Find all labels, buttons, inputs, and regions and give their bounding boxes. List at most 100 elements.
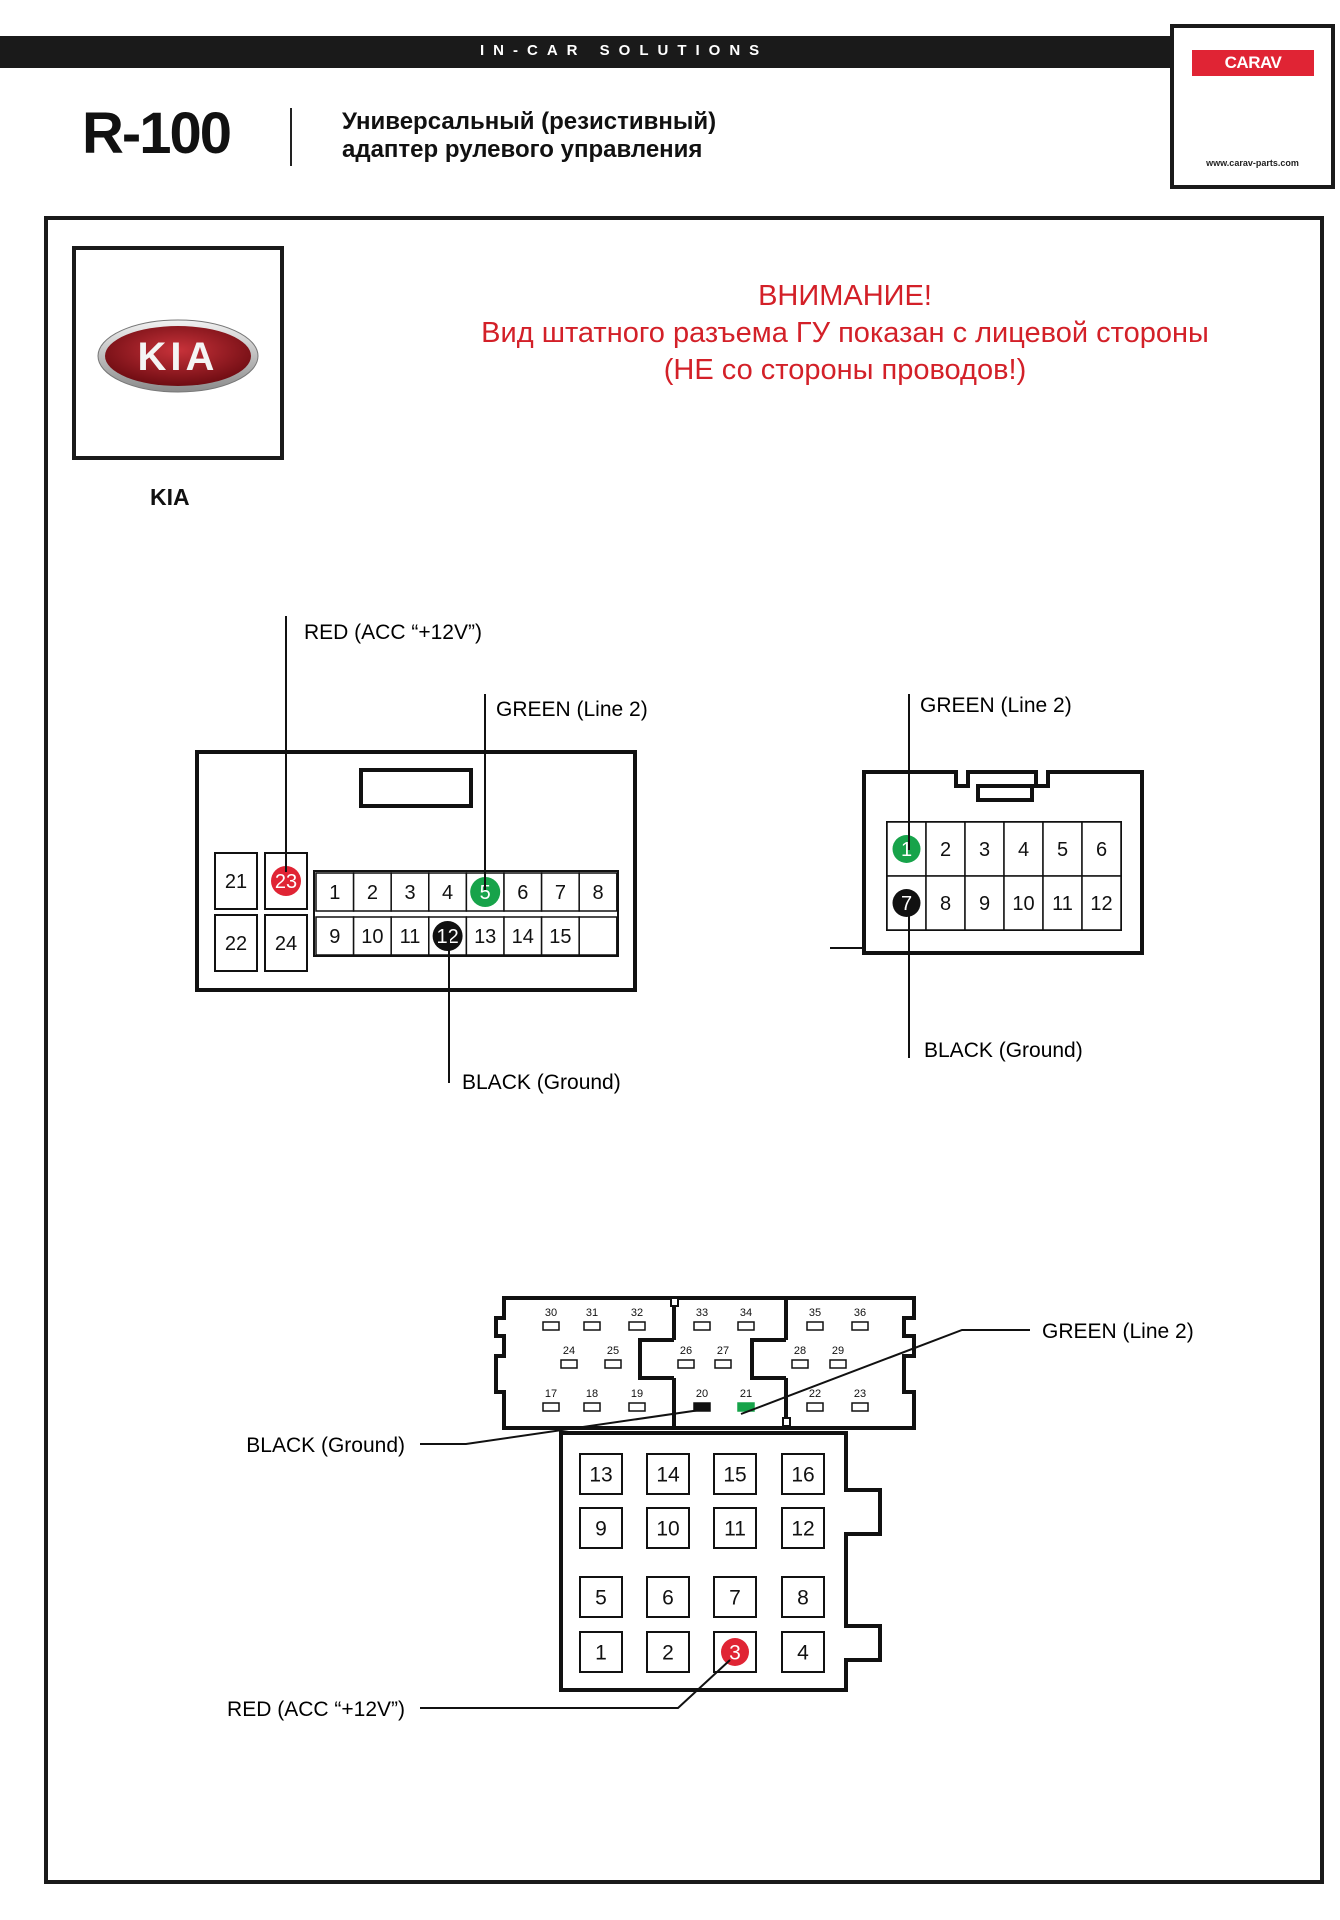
tagline: IN-CAR SOLUTIONS bbox=[480, 42, 769, 59]
pin-label: 3 bbox=[404, 882, 415, 904]
pin-16: 16 bbox=[781, 1453, 825, 1495]
pin-8: 8 bbox=[925, 875, 966, 931]
svg-text:29: 29 bbox=[832, 1345, 844, 1357]
pin-12: 12 bbox=[1081, 875, 1122, 931]
pin-28: 28 bbox=[791, 1345, 809, 1369]
pin-22: 22 bbox=[214, 914, 258, 972]
pin-2: 2 bbox=[352, 872, 392, 912]
pin-label: 6 bbox=[662, 1587, 674, 1610]
pin-label: 11 bbox=[400, 926, 421, 948]
pin-label: 2 bbox=[662, 1642, 674, 1665]
pin-label: 8 bbox=[940, 893, 951, 915]
pin-7: 7 bbox=[713, 1576, 757, 1618]
pin-9: 9 bbox=[315, 916, 355, 956]
pin-label: 23 bbox=[275, 871, 297, 893]
pin-label: 14 bbox=[656, 1464, 680, 1487]
pin-35: 35 bbox=[806, 1307, 824, 1331]
pin-8: 8 bbox=[578, 872, 618, 912]
c12-black-label: BLACK (Ground) bbox=[924, 1039, 1083, 1062]
pin-31: 31 bbox=[583, 1307, 601, 1331]
pin-3: 3 bbox=[390, 872, 430, 912]
pin-34: 34 bbox=[737, 1307, 755, 1331]
pin-label: 5 bbox=[1057, 839, 1068, 861]
pin-5: 5 bbox=[579, 1576, 623, 1618]
pin- bbox=[578, 916, 618, 956]
pin-13: 13 bbox=[465, 916, 505, 956]
svg-text:18: 18 bbox=[586, 1388, 598, 1400]
pin-8: 8 bbox=[781, 1576, 825, 1618]
pin-label: 9 bbox=[329, 926, 340, 948]
carav-url: www.carav-parts.com bbox=[1206, 158, 1299, 168]
pin-label: 8 bbox=[592, 882, 603, 904]
kia-logo-icon: KIA bbox=[97, 319, 259, 393]
pin-label: 15 bbox=[723, 1464, 746, 1487]
brand-logo-box: KIA bbox=[72, 246, 284, 460]
svg-text:32: 32 bbox=[631, 1307, 643, 1319]
pin-2: 2 bbox=[646, 1631, 690, 1673]
subtitle-line-1: Универсальный (резистивный) bbox=[342, 108, 717, 135]
svg-text:31: 31 bbox=[586, 1307, 598, 1319]
pin-14: 14 bbox=[503, 916, 543, 956]
pin-21: 21 bbox=[737, 1388, 755, 1412]
pin-label: 24 bbox=[275, 933, 297, 955]
pin-marker-7 bbox=[892, 889, 921, 917]
pin-19: 19 bbox=[628, 1388, 646, 1412]
top-banner bbox=[0, 36, 1172, 68]
svg-text:22: 22 bbox=[809, 1388, 821, 1400]
pin-label: 5 bbox=[480, 882, 491, 904]
pin-25: 25 bbox=[604, 1345, 622, 1369]
pin-10: 10 bbox=[646, 1507, 690, 1549]
svg-text:21: 21 bbox=[740, 1388, 752, 1400]
pin-label: 16 bbox=[791, 1464, 814, 1487]
model-name: R-100 bbox=[82, 101, 232, 166]
content-frame bbox=[44, 216, 1324, 1884]
c36-red-label: RED (ACC “+12V”) bbox=[227, 1698, 405, 1721]
pin-11: 11 bbox=[1042, 875, 1083, 931]
pin-12: 12 bbox=[781, 1507, 825, 1549]
pin-10: 10 bbox=[1003, 875, 1044, 931]
pin-label: 5 bbox=[595, 1587, 607, 1610]
pin-3: 3 bbox=[713, 1631, 757, 1673]
svg-text:27: 27 bbox=[717, 1345, 729, 1357]
pin-4: 4 bbox=[428, 872, 468, 912]
pin-24: 24 bbox=[560, 1345, 578, 1369]
pin-label: 3 bbox=[979, 839, 990, 861]
pin-9: 9 bbox=[579, 1507, 623, 1549]
pin-label: 13 bbox=[589, 1464, 612, 1487]
pin-label: 7 bbox=[555, 882, 566, 904]
pin-label: 9 bbox=[979, 893, 990, 915]
svg-text:34: 34 bbox=[740, 1307, 752, 1319]
svg-text:36: 36 bbox=[854, 1307, 866, 1319]
pin-label: 12 bbox=[791, 1518, 814, 1541]
pin-label: 7 bbox=[729, 1587, 741, 1610]
pin-14: 14 bbox=[646, 1453, 690, 1495]
pin-29: 29 bbox=[829, 1345, 847, 1369]
pin-label: 22 bbox=[225, 933, 247, 955]
pin-22: 22 bbox=[806, 1388, 824, 1412]
pin-7: 7 bbox=[540, 872, 580, 912]
pin-label: 10 bbox=[656, 1518, 679, 1541]
brand-name: KIA bbox=[150, 484, 190, 510]
pin-21: 21 bbox=[214, 852, 258, 910]
pin-1: 1 bbox=[579, 1631, 623, 1673]
pin-label: 13 bbox=[474, 926, 496, 948]
pin-label: 10 bbox=[1012, 893, 1034, 915]
pin-2: 2 bbox=[925, 821, 966, 877]
pin-label: 6 bbox=[517, 882, 528, 904]
pin-label: 12 bbox=[1090, 893, 1112, 915]
svg-text:19: 19 bbox=[631, 1388, 643, 1400]
pin-11: 11 bbox=[713, 1507, 757, 1549]
warning-line-2: Вид штатного разъема ГУ показан с лицево… bbox=[481, 317, 1209, 349]
pin-3: 3 bbox=[964, 821, 1005, 877]
pin-marker-23 bbox=[271, 866, 301, 896]
pin-10: 10 bbox=[352, 916, 392, 956]
svg-text:33: 33 bbox=[696, 1307, 708, 1319]
pin-13: 13 bbox=[579, 1453, 623, 1495]
svg-text:28: 28 bbox=[794, 1345, 806, 1357]
pin-6: 6 bbox=[1081, 821, 1122, 877]
c24-black-label: BLACK (Ground) bbox=[462, 1071, 621, 1094]
pin-label: 1 bbox=[901, 839, 912, 861]
